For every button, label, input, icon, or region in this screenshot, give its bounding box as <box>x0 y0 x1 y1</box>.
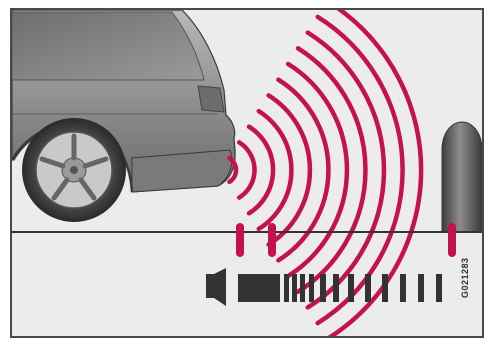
tail-light <box>198 86 224 112</box>
sound-bar <box>400 274 406 302</box>
sound-bar <box>418 274 424 302</box>
bumper <box>132 150 232 192</box>
sound-bar <box>309 274 314 302</box>
sound-bar <box>284 274 289 302</box>
sensor-marker-2 <box>268 223 276 257</box>
sound-bar <box>292 274 297 302</box>
parking-sensor-illustration <box>12 10 484 338</box>
sound-bar <box>320 274 326 302</box>
sound-bar <box>365 274 371 302</box>
sensor-marker-1 <box>236 223 244 257</box>
sound-bar-solid <box>238 274 280 302</box>
sound-bar <box>300 274 305 302</box>
speaker-icon <box>206 268 226 306</box>
obstacle-marker <box>448 223 456 257</box>
wheel-icon <box>22 118 126 222</box>
figure-code: G021283 <box>460 258 470 298</box>
rear-window <box>12 12 204 80</box>
sound-bar <box>382 274 388 302</box>
sound-bar <box>436 274 442 302</box>
sound-bar <box>333 274 339 302</box>
figure-frame: G021283 <box>10 8 484 338</box>
sound-bar <box>348 274 354 302</box>
obstacle-post-icon <box>442 122 482 232</box>
wave-arc <box>239 142 254 197</box>
rear-of-car-icon <box>12 10 235 222</box>
